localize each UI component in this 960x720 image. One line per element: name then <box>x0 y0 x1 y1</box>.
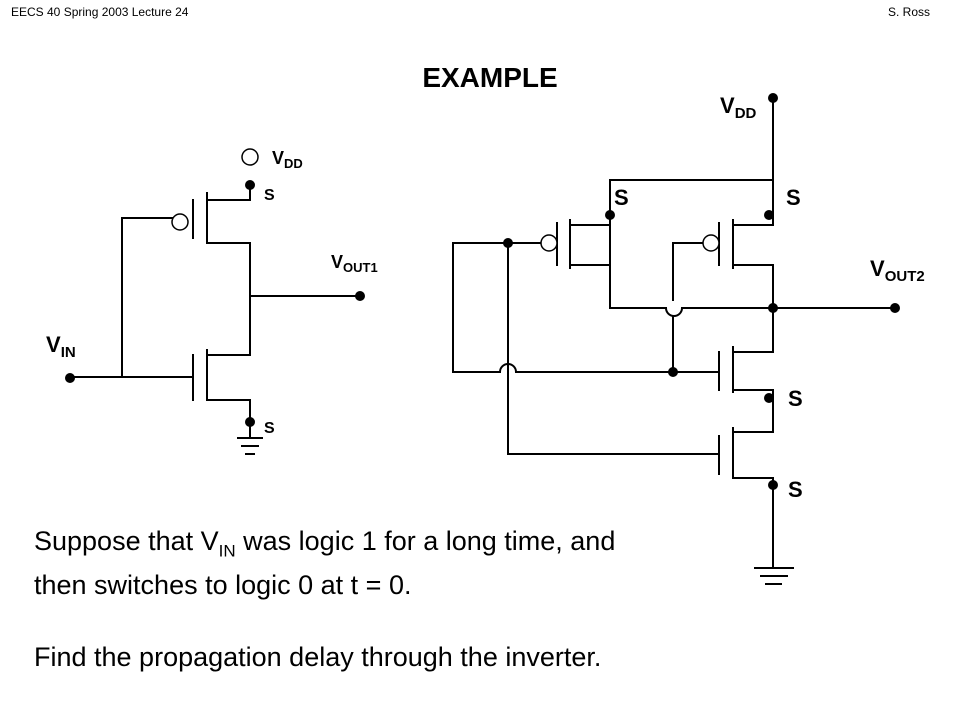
source-label: S <box>264 187 275 204</box>
lecture-header: EECS 40 Spring 2003 Lecture 24 <box>11 5 189 19</box>
inverter-circuit <box>69 184 361 455</box>
node-dot-icon <box>245 180 255 190</box>
question-line-1: Suppose that VIN was logic 1 for a long … <box>34 526 616 561</box>
node-dot-icon <box>245 417 255 427</box>
page-title: EXAMPLE <box>422 62 558 93</box>
pmos-bubble-icon <box>171 213 189 231</box>
node-dot-icon <box>768 480 778 490</box>
node-dot-icon <box>503 238 513 248</box>
vdd-terminal-icon <box>768 93 778 103</box>
node-dot-icon <box>605 210 615 220</box>
author-header: S. Ross <box>887 5 930 19</box>
node-dot-icon <box>768 303 778 313</box>
source-label: S <box>786 185 801 210</box>
vin-terminal-icon <box>65 373 75 383</box>
vout2-label: VOUT2 <box>870 256 925 285</box>
source-label: S <box>614 185 629 210</box>
node-dot-icon <box>764 210 774 220</box>
source-label: S <box>264 420 275 437</box>
node-dot-icon <box>764 393 774 403</box>
vout1-terminal-icon <box>355 291 365 301</box>
pmos-bubble-icon <box>540 234 558 252</box>
vout2-terminal-icon <box>890 303 900 313</box>
pmos-bubble-icon <box>702 234 720 252</box>
question-line-2: then switches to logic 0 at t = 0. <box>34 570 412 601</box>
vin-label: VIN <box>46 332 76 361</box>
node-dot-icon <box>668 367 678 377</box>
vdd-terminal-icon <box>241 148 259 166</box>
task-text: Find the propagation delay through the i… <box>34 642 602 672</box>
nand-gate-circuit <box>452 97 896 585</box>
vdd-label-left: VDD <box>272 148 303 171</box>
source-label: S <box>788 386 803 411</box>
question-text: Suppose that VIN was logic 1 for a long … <box>34 524 615 602</box>
vout1-label: VOUT1 <box>331 252 378 275</box>
vdd-label-right: VDD <box>720 93 757 122</box>
source-label: S <box>788 477 803 502</box>
